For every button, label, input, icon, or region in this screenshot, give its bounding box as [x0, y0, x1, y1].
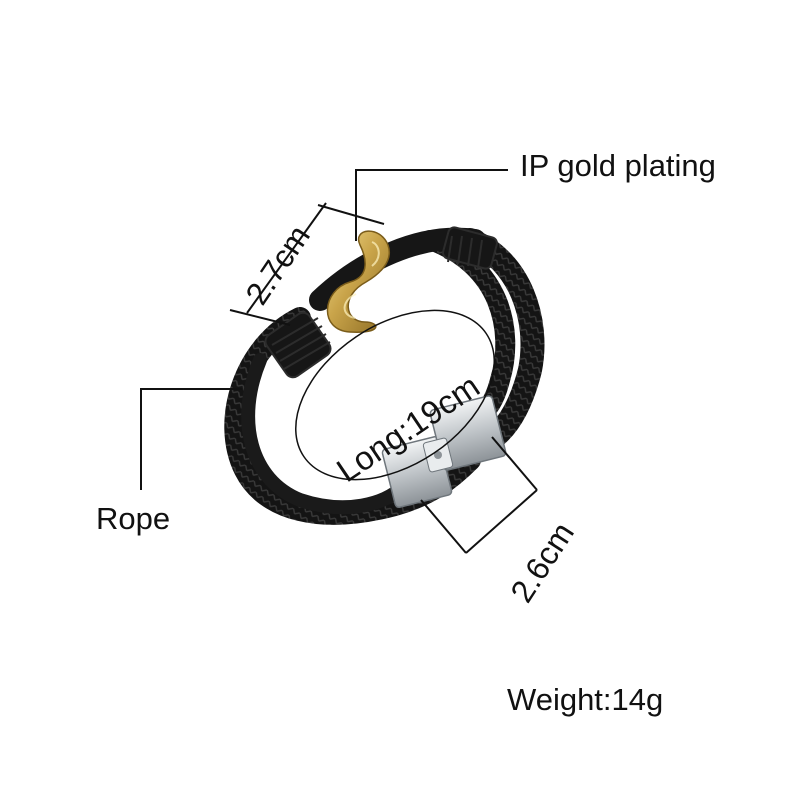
dimension-line-clasp — [420, 436, 538, 554]
rope-leader-line — [140, 388, 242, 490]
right-braid-strand — [458, 228, 545, 452]
bracelet — [224, 226, 545, 525]
rope-wrap — [264, 226, 498, 379]
outer-braid-strand-2 — [241, 353, 412, 515]
plating-leader-line — [355, 169, 508, 241]
rope-label: Rope — [96, 501, 171, 536]
steel-clasp — [381, 395, 507, 509]
infinity-charm — [326, 230, 391, 333]
weight-label: Weight:14g — [507, 682, 664, 717]
plating-label: IP gold plating — [520, 148, 716, 183]
length-ellipse — [295, 309, 495, 481]
dimension-line-top — [229, 202, 385, 326]
